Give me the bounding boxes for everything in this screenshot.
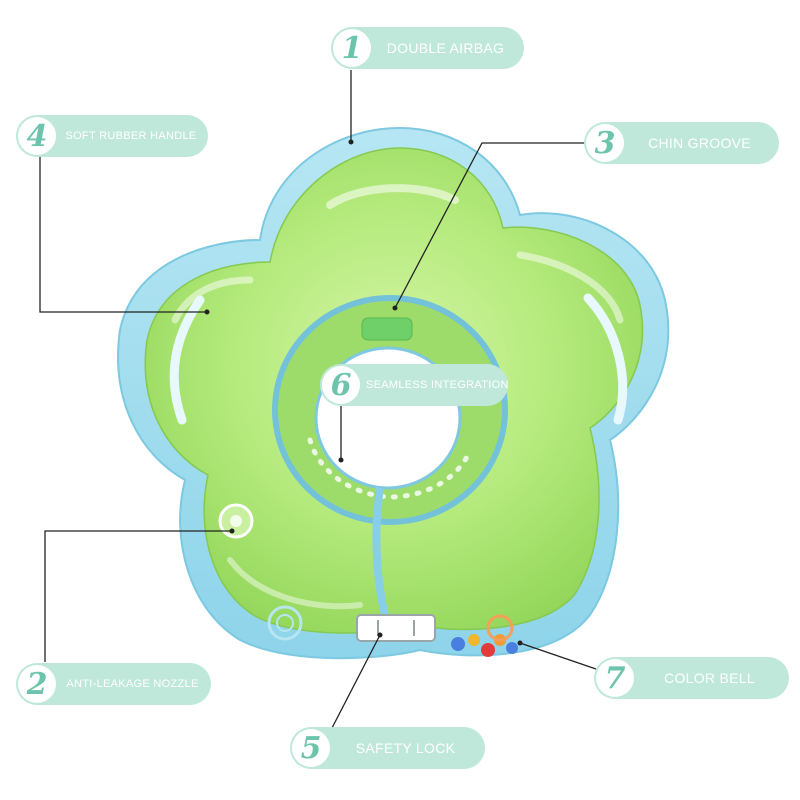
leader-dot (348, 139, 354, 145)
callout-label: SAFETY LOCK (355, 740, 456, 756)
leader-dot (204, 309, 210, 315)
bell-ball (468, 634, 480, 646)
leader-dot (517, 640, 523, 646)
highlight (516, 251, 624, 324)
callout-label: CHIN GROOVE (648, 135, 751, 151)
left-handle (169, 295, 205, 425)
callout-safety-lock: 5 SAFETY LOCK (290, 727, 485, 769)
callout-soft-rubber-handle: 4 SOFT RUBBER HANDLE (16, 115, 208, 157)
nozzle-cap (230, 515, 242, 527)
callout-label: DOUBLE AIRBAG (386, 40, 505, 56)
bell-ball (506, 642, 518, 654)
callout-number: 1 (333, 29, 371, 67)
callout-number: 2 (18, 665, 56, 703)
leader-line-3 (394, 142, 586, 309)
callout-label: SEAMLESS INTEGRATION (366, 379, 509, 391)
bell-ball (481, 643, 495, 657)
callout-anti-leakage-nozzle: 2 ANTI-LEAKAGE NOZZLE (16, 663, 211, 705)
leader-line-5 (331, 634, 381, 729)
chin-groove-pad (361, 317, 413, 341)
ring-dots (307, 437, 471, 500)
bell-rattle (486, 614, 514, 642)
callout-double-airbag: 1 DOUBLE AIRBAG (331, 27, 524, 69)
callout-number: 6 (322, 366, 360, 404)
callout-number: 4 (18, 117, 56, 155)
callout-label: SOFT RUBBER HANDLE (65, 130, 197, 142)
safety-lock-buckle (356, 614, 436, 642)
callout-label: ANTI-LEAKAGE NOZZLE (66, 678, 199, 690)
emboss-mark (267, 605, 303, 641)
leader-line-4 (39, 157, 207, 313)
highlight (227, 557, 363, 610)
leader-dot (338, 457, 344, 463)
bell-ball (451, 637, 465, 651)
callout-number: 7 (596, 659, 634, 697)
callout-seamless-integration: 6 SEAMLESS INTEGRATION (320, 364, 508, 406)
callout-color-bell: 7 COLOR BELL (594, 657, 789, 699)
leader-dot (229, 528, 235, 534)
callout-number: 3 (586, 124, 624, 162)
leader-dot (377, 632, 383, 638)
callout-number: 5 (292, 729, 330, 767)
highlight (326, 184, 459, 209)
callout-label: COLOR BELL (664, 670, 755, 686)
leader-dot (392, 305, 398, 311)
callout-chin-groove: 3 CHIN GROOVE (584, 122, 779, 164)
leader-line-2 (44, 530, 232, 662)
right-handle (583, 293, 628, 425)
leader-line-7 (519, 642, 597, 670)
emboss-mark (276, 614, 294, 632)
